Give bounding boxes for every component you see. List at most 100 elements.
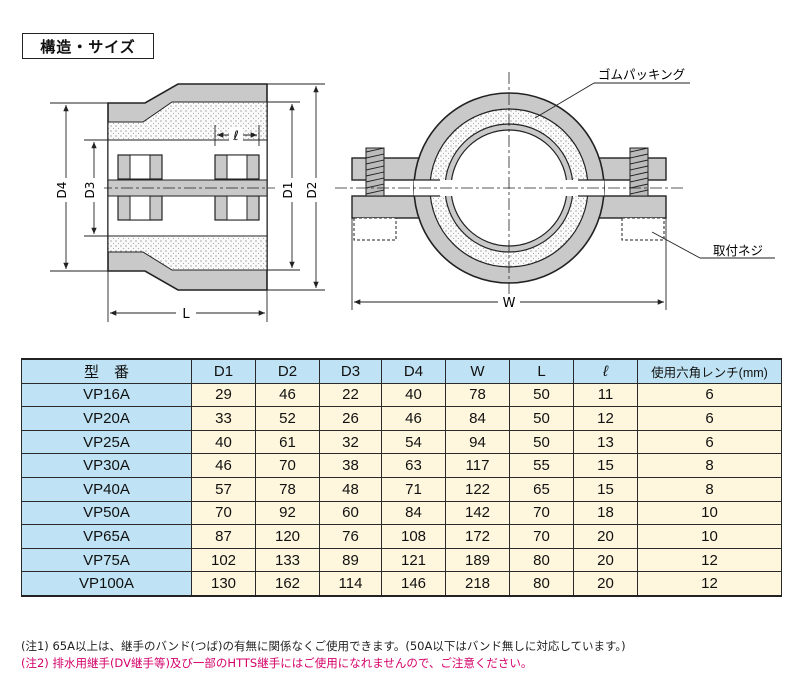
value-cell: 6 <box>637 406 782 431</box>
model-cell: VP30A <box>21 453 192 478</box>
value-cell: 10 <box>637 524 782 549</box>
value-cell: 218 <box>445 571 510 597</box>
value-cell: 80 <box>509 571 574 597</box>
value-cell: 117 <box>445 453 510 478</box>
value-cell: 162 <box>255 571 320 597</box>
value-cell: 63 <box>381 453 446 478</box>
header-d2: D2 <box>255 358 320 384</box>
model-cell: VP25A <box>21 429 192 455</box>
value-cell: 20 <box>573 571 638 597</box>
value-cell: 94 <box>445 429 510 455</box>
value-cell: 172 <box>445 524 510 549</box>
note-1: (注1) 65A以上は、継手のバンド(つば)の有無に関係なくご使用できます。(5… <box>21 639 626 653</box>
value-cell: 32 <box>319 429 382 455</box>
value-cell: 12 <box>637 571 782 597</box>
value-cell: 70 <box>255 453 320 478</box>
dim-label-d1: D1 <box>281 182 295 199</box>
value-cell: 133 <box>255 547 320 573</box>
label-rubber-packing: ゴムパッキング <box>598 67 685 82</box>
notes: (注1) 65A以上は、継手のバンド(つば)の有無に関係なくご使用できます。(5… <box>21 638 791 672</box>
model-cell: VP50A <box>21 500 192 526</box>
table-header-row: 型 番 D1 D2 D3 D4 W L ℓ 使用六角レンチ(mm) <box>21 358 782 384</box>
value-cell: 84 <box>381 500 446 526</box>
value-cell: 48 <box>319 476 382 502</box>
value-cell: 70 <box>191 500 256 526</box>
front-view <box>335 72 685 300</box>
value-cell: 8 <box>637 453 782 478</box>
value-cell: 114 <box>319 571 382 597</box>
value-cell: 87 <box>191 524 256 549</box>
header-d1: D1 <box>191 358 256 384</box>
value-cell: 15 <box>573 476 638 502</box>
value-cell: 13 <box>573 429 638 455</box>
value-cell: 108 <box>381 524 446 549</box>
value-cell: 70 <box>509 524 574 549</box>
value-cell: 6 <box>637 382 782 408</box>
model-cell: VP16A <box>21 382 192 408</box>
header-model: 型 番 <box>21 358 192 384</box>
value-cell: 20 <box>573 524 638 549</box>
value-cell: 11 <box>573 382 638 408</box>
structure-diagram: D4 D3 D1 D2 L ℓ <box>50 67 775 322</box>
model-cell: VP40A <box>21 476 192 502</box>
dim-label-w: W <box>503 296 516 311</box>
value-cell: 146 <box>381 571 446 597</box>
header-hex-wrench: 使用六角レンチ(mm) <box>637 358 782 384</box>
value-cell: 22 <box>319 382 382 408</box>
value-cell: 52 <box>255 406 320 431</box>
value-cell: 50 <box>509 406 574 431</box>
value-cell: 40 <box>191 429 256 455</box>
value-cell: 60 <box>319 500 382 526</box>
dim-label-ell: ℓ <box>232 129 238 144</box>
value-cell: 121 <box>381 547 446 573</box>
value-cell: 12 <box>573 406 638 431</box>
section-title: 構造・サイズ <box>22 33 154 59</box>
value-cell: 189 <box>445 547 510 573</box>
left-dimension-lines <box>50 83 325 322</box>
value-cell: 50 <box>509 429 574 455</box>
value-cell: 50 <box>509 382 574 408</box>
dim-label-l: L <box>182 307 190 322</box>
header-l: L <box>509 358 574 384</box>
value-cell: 65 <box>509 476 574 502</box>
value-cell: 120 <box>255 524 320 549</box>
model-cell: VP75A <box>21 547 192 573</box>
value-cell: 71 <box>381 476 446 502</box>
value-cell: 78 <box>445 382 510 408</box>
value-cell: 78 <box>255 476 320 502</box>
value-cell: 122 <box>445 476 510 502</box>
value-cell: 80 <box>509 547 574 573</box>
value-cell: 26 <box>319 406 382 431</box>
label-mounting-screw: 取付ネジ <box>713 243 763 258</box>
value-cell: 54 <box>381 429 446 455</box>
value-cell: 142 <box>445 500 510 526</box>
value-cell: 20 <box>573 547 638 573</box>
value-cell: 102 <box>191 547 256 573</box>
header-ell: ℓ <box>573 358 638 384</box>
value-cell: 6 <box>637 429 782 455</box>
value-cell: 40 <box>381 382 446 408</box>
header-w: W <box>445 358 510 384</box>
header-d4: D4 <box>381 358 446 384</box>
note-2: (注2) 排水用継手(DV継手等)及び一部のHTTS継手にはご使用になれませんの… <box>21 656 533 670</box>
header-d3: D3 <box>319 358 382 384</box>
value-cell: 55 <box>509 453 574 478</box>
value-cell: 29 <box>191 382 256 408</box>
model-cell: VP100A <box>21 571 192 597</box>
value-cell: 18 <box>573 500 638 526</box>
value-cell: 70 <box>509 500 574 526</box>
value-cell: 10 <box>637 500 782 526</box>
value-cell: 8 <box>637 476 782 502</box>
side-section-view <box>100 83 275 291</box>
value-cell: 33 <box>191 406 256 431</box>
model-cell: VP20A <box>21 406 192 431</box>
value-cell: 38 <box>319 453 382 478</box>
